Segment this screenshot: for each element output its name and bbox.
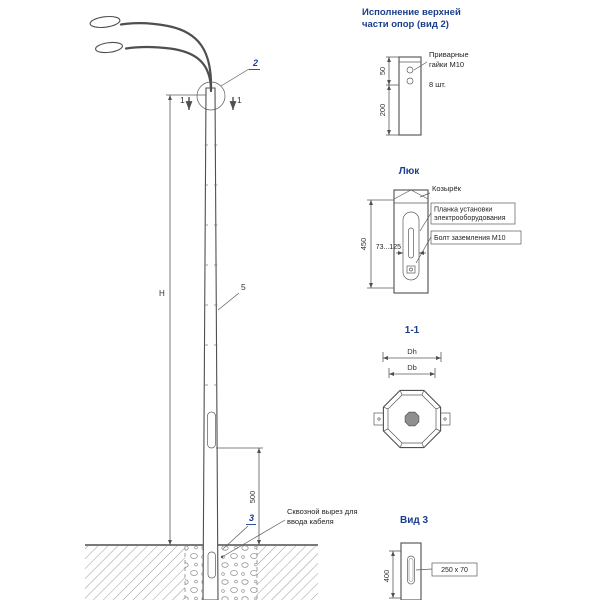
visor-leader: [419, 192, 431, 198]
plate-leader: [419, 212, 432, 232]
slot-size-box: [431, 562, 478, 577]
label-plate-line2: электрооборудования: [434, 214, 506, 222]
dimension-Dh: Dh: [382, 347, 442, 362]
dimension-Db: Db: [388, 363, 436, 378]
welded-nut-hole-1: [406, 66, 414, 74]
soil-left: [85, 546, 185, 600]
dim-label-450: 450: [359, 238, 368, 251]
dim-label-500: 500: [248, 491, 257, 504]
ground-bolt-head: [409, 267, 413, 272]
ground-bolt-plate: [406, 265, 416, 274]
mark-5: 5: [241, 282, 246, 292]
welded-nut-hole-2: [406, 77, 414, 85]
lower-arm: [124, 45, 213, 93]
cable-note-leader: [221, 519, 286, 558]
pole-shaft: [202, 87, 219, 600]
cable-note-line1: Сквозной вырез для: [287, 507, 358, 516]
detail-hatch-title: Люк: [399, 166, 421, 177]
leader-mark-3: [222, 525, 249, 550]
pole-seam-marks: [204, 144, 218, 386]
dimension-450: 450: [359, 199, 394, 289]
luminaire-lower: [95, 41, 123, 54]
side-tab-right: [439, 412, 451, 426]
upper-arm: [119, 22, 213, 91]
label-slot-size: 250 x 70: [441, 567, 468, 574]
label-qty: 8 шт.: [429, 80, 446, 89]
view3-slot-inner: [408, 558, 414, 582]
leader-mark-5: [217, 292, 240, 311]
center-core: [404, 411, 420, 427]
label-welded-nuts-line2: гайки М10: [429, 60, 464, 69]
detail-circle-2: [196, 81, 226, 111]
slot-size-leader: [415, 568, 433, 571]
dim-label-Db: Db: [407, 363, 417, 372]
cable-note: Сквозной вырез для ввода кабеля: [220, 507, 358, 559]
detail-view3: Вид 3 400 250 x 70: [382, 515, 478, 600]
section-marks-1-1: 1 1: [180, 95, 242, 110]
detail-hatch: Люк Козырёк Планка установки электрообор…: [359, 166, 522, 294]
label-bolt: Болт заземления М10: [434, 235, 506, 242]
foundation-pit: [185, 546, 257, 600]
dim-label-73-125: 73...125: [376, 244, 401, 251]
view3-slot: [407, 555, 415, 585]
detail-top-title-line2: части опор (вид 2): [362, 19, 449, 30]
hatch-door-slot: [408, 227, 414, 259]
dim-label-200: 200: [378, 104, 387, 117]
view3-cylinder: [400, 542, 422, 600]
hatch-door: [402, 211, 420, 281]
welded-nuts-leader: [413, 61, 428, 71]
luminaire-upper: [89, 15, 121, 29]
main-pole-view: 2 1 1 Н 5 500 3 Сквозн: [85, 15, 358, 600]
dimension-H: Н: [159, 94, 206, 546]
bracket-arms: [89, 15, 213, 93]
dimension-50-200: 50 200: [378, 56, 399, 136]
dim-label-Dh: Dh: [407, 347, 417, 356]
cable-slot: [207, 551, 216, 579]
soil-right: [257, 546, 318, 600]
octagon-facet-lines: [383, 390, 441, 448]
label-plate-line1: Планка установки: [434, 207, 492, 214]
cable-note-leader-dot: [220, 555, 224, 559]
cable-note-line2: ввода кабеля: [287, 517, 334, 526]
mark-2: 2: [252, 58, 258, 68]
detail-section-title: 1-1: [405, 325, 420, 336]
mark-1-right: 1: [237, 95, 242, 105]
side-tab-left: [373, 412, 385, 426]
mark-3: 3: [249, 513, 254, 523]
label-welded-nuts-line1: Приварные: [429, 50, 469, 59]
foundation: [85, 544, 318, 600]
top-cylinder: [398, 56, 422, 136]
dimension-73-125: 73...125: [376, 244, 426, 255]
dim-label-400: 400: [382, 570, 391, 583]
bolt-leader: [415, 236, 432, 264]
detail-section-1-1: 1-1 Dh Db: [373, 325, 451, 449]
dimension-400: 400: [382, 550, 401, 599]
detail-view3-title: Вид 3: [400, 515, 428, 526]
detail-top-view2: Исполнение верхней части опор (вид 2) Пр…: [362, 7, 469, 136]
label-visor: Козырёк: [432, 184, 462, 193]
octagon-cross-section: [373, 389, 451, 449]
dim-label-H: Н: [159, 289, 165, 298]
mark-1-left: 1: [180, 95, 185, 105]
dimension-500: 500: [216, 447, 263, 545]
dim-label-50: 50: [378, 67, 387, 75]
detail-top-title-line1: Исполнение верхней: [362, 7, 461, 18]
leader-mark-2: [220, 68, 250, 87]
pole-hatch-opening: [207, 411, 216, 449]
